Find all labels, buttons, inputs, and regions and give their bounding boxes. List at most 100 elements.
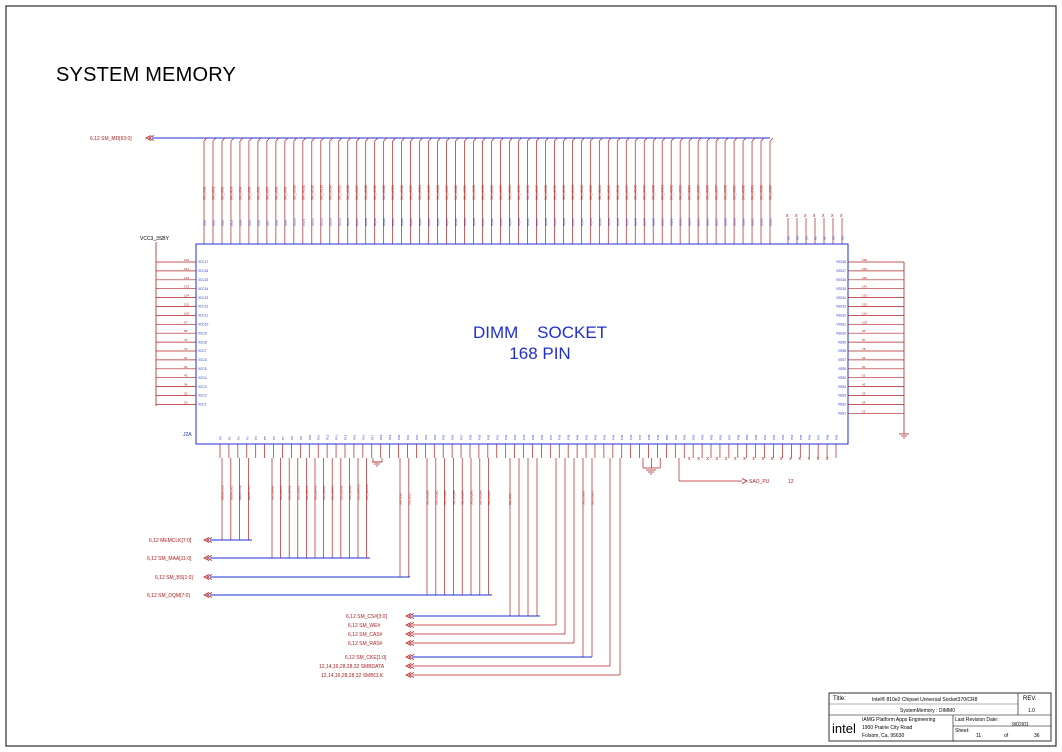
pin-net-dqm: SM_DQM6 [478,490,482,505]
pin-name-vcc: VCC10 [198,323,209,327]
pin-net-md: SM_MD25 [427,185,431,200]
pin-name-bottom: P69 [835,434,839,440]
bus-entry [554,137,558,142]
pin-name-bottom: P30 [486,434,490,440]
pin-name-dq: DQ55 [697,218,701,226]
bus-entry [715,137,720,142]
pin-net-md: SM_MD55 [697,185,701,200]
pin-name-bottom: P52 [683,434,687,440]
bus-entry [769,137,774,142]
bus-entry [266,137,271,142]
pin-name-bottom: P56 [718,434,722,440]
pin-name-dq: DQ38 [544,218,548,226]
pin-net-md: SM_MD27 [445,185,449,200]
pin-name-dq: DQ51 [661,218,665,226]
no-connect-mark: x [798,456,801,462]
no-connect-mark: x [831,213,834,219]
pin-name-vcc: VCC2 [198,394,207,398]
pin-name-dq: DQ12 [310,218,314,226]
pin-name-vcc: VCC8 [198,340,207,344]
pin-name-dq: DQ18 [364,218,368,226]
bus-entry [392,137,396,142]
bus-entry [500,137,504,142]
pin-net-md: SM_MD47 [625,185,629,200]
pin-name-bottom: P59 [745,434,749,440]
bus-entry [643,137,648,142]
pin-name-nc: NC [841,235,845,240]
pin-number: 34 [184,383,188,387]
pin-net-dqm: SM_DQM2 [443,490,447,505]
pin-name-dq: DQ26 [436,218,440,226]
bus-entry [212,137,217,142]
no-connect-mark: x [817,456,820,462]
bus-memclk-arrow [203,537,213,543]
no-connect-mark: x [762,456,765,462]
pin-name-dq: DQ43 [589,218,593,226]
pin-name-bottom: P32 [504,434,508,440]
pin-name-bottom: P35 [531,434,535,440]
pin-number: 150 [862,276,867,280]
pin-net-md: SM_MD32 [490,185,494,200]
pin-name-dq: DQ53 [679,218,683,226]
pin-number: 168 [862,258,867,262]
bus-dqm-arrow [203,592,213,598]
pin-net-md: SM_MD3 [229,186,233,200]
pin-net-md: SM_MD24 [418,185,422,200]
pin-net-md: SM_MD61 [751,185,755,200]
pin-net-bs: SM_BS1 [407,493,411,505]
pin-net-md: SM_MD16 [346,185,350,200]
pin-name-bottom: P6 [272,436,276,440]
pin-name-bottom: P39 [567,434,571,440]
bus-entry [563,137,567,142]
pin-name-dq: DQ45 [607,218,611,226]
bus-entry [527,137,531,142]
pin-name-vcc: VCC14 [198,287,209,291]
pin-name-dq: DQ49 [643,218,647,226]
net-label-smbdata: 12,14,16,28,28,32 SMBDATA [319,664,385,670]
pin-net-md: SM_MD52 [670,185,674,200]
pin-number: 16 [184,400,188,404]
bus-entry [374,137,378,142]
pin-net-md: SM_MD59 [733,185,737,200]
last-revision-date: 9/02/01 [1012,722,1029,728]
pin-net-md: SM_MD50 [652,185,656,200]
pin-name-bottom: P15 [352,434,356,440]
pin-name-bottom: P54 [701,434,705,440]
net-label-ctl: 6,12 SM_CAS# [348,632,383,638]
pin-name-bottom: P67 [817,434,821,440]
bus-entry [599,137,603,142]
bus-entry [275,137,280,142]
pin-net-memclk: MEMCLK2 [238,485,242,500]
pin-name-dq: DQ19 [373,218,377,226]
pin-number: 133 [184,285,189,289]
pin-net-md: SM_MD60 [742,185,746,200]
pin-name-bottom: P60 [754,434,758,440]
pin-name-bottom: P2 [236,436,240,440]
rev-label: REV. [1023,696,1037,702]
pin-net-md: SM_MD30 [472,185,476,200]
bus-bs-arrow [203,574,213,580]
pin-name-bottom: P37 [549,434,553,440]
pin-net-md: SM_MD53 [679,185,683,200]
pin-name-bottom: P46 [629,434,633,440]
pin-name-dq: DQ25 [427,218,431,226]
pin-name-vcc: VCC15 [198,278,209,282]
pin-name-vcc: VCC4 [198,376,207,380]
pin-net-maa: SM_MAA7 [331,485,335,500]
pin-name-dq: DQ62 [760,218,764,226]
pin-name-dq: DQ33 [499,218,503,226]
pin-name-bottom: P51 [674,434,678,440]
bus-cke-arrow [405,654,415,660]
pin-net-md: SM_MD58 [724,185,728,200]
pin-name-nc: NC [796,235,800,240]
pin-name-vss: VSS6 [838,367,846,371]
pin-net-maa: SM_MAA6 [322,485,326,500]
pin-number: 96 [862,329,866,333]
bus-entry [706,137,711,142]
pin-net-md: SM_MD6 [256,186,260,200]
pin-name-bottom: P4 [254,436,258,440]
sheet-total: 36 [1034,733,1040,739]
pin-net-md: SM_MD22 [400,185,404,200]
pin-name-vss: VSS18 [836,260,846,264]
